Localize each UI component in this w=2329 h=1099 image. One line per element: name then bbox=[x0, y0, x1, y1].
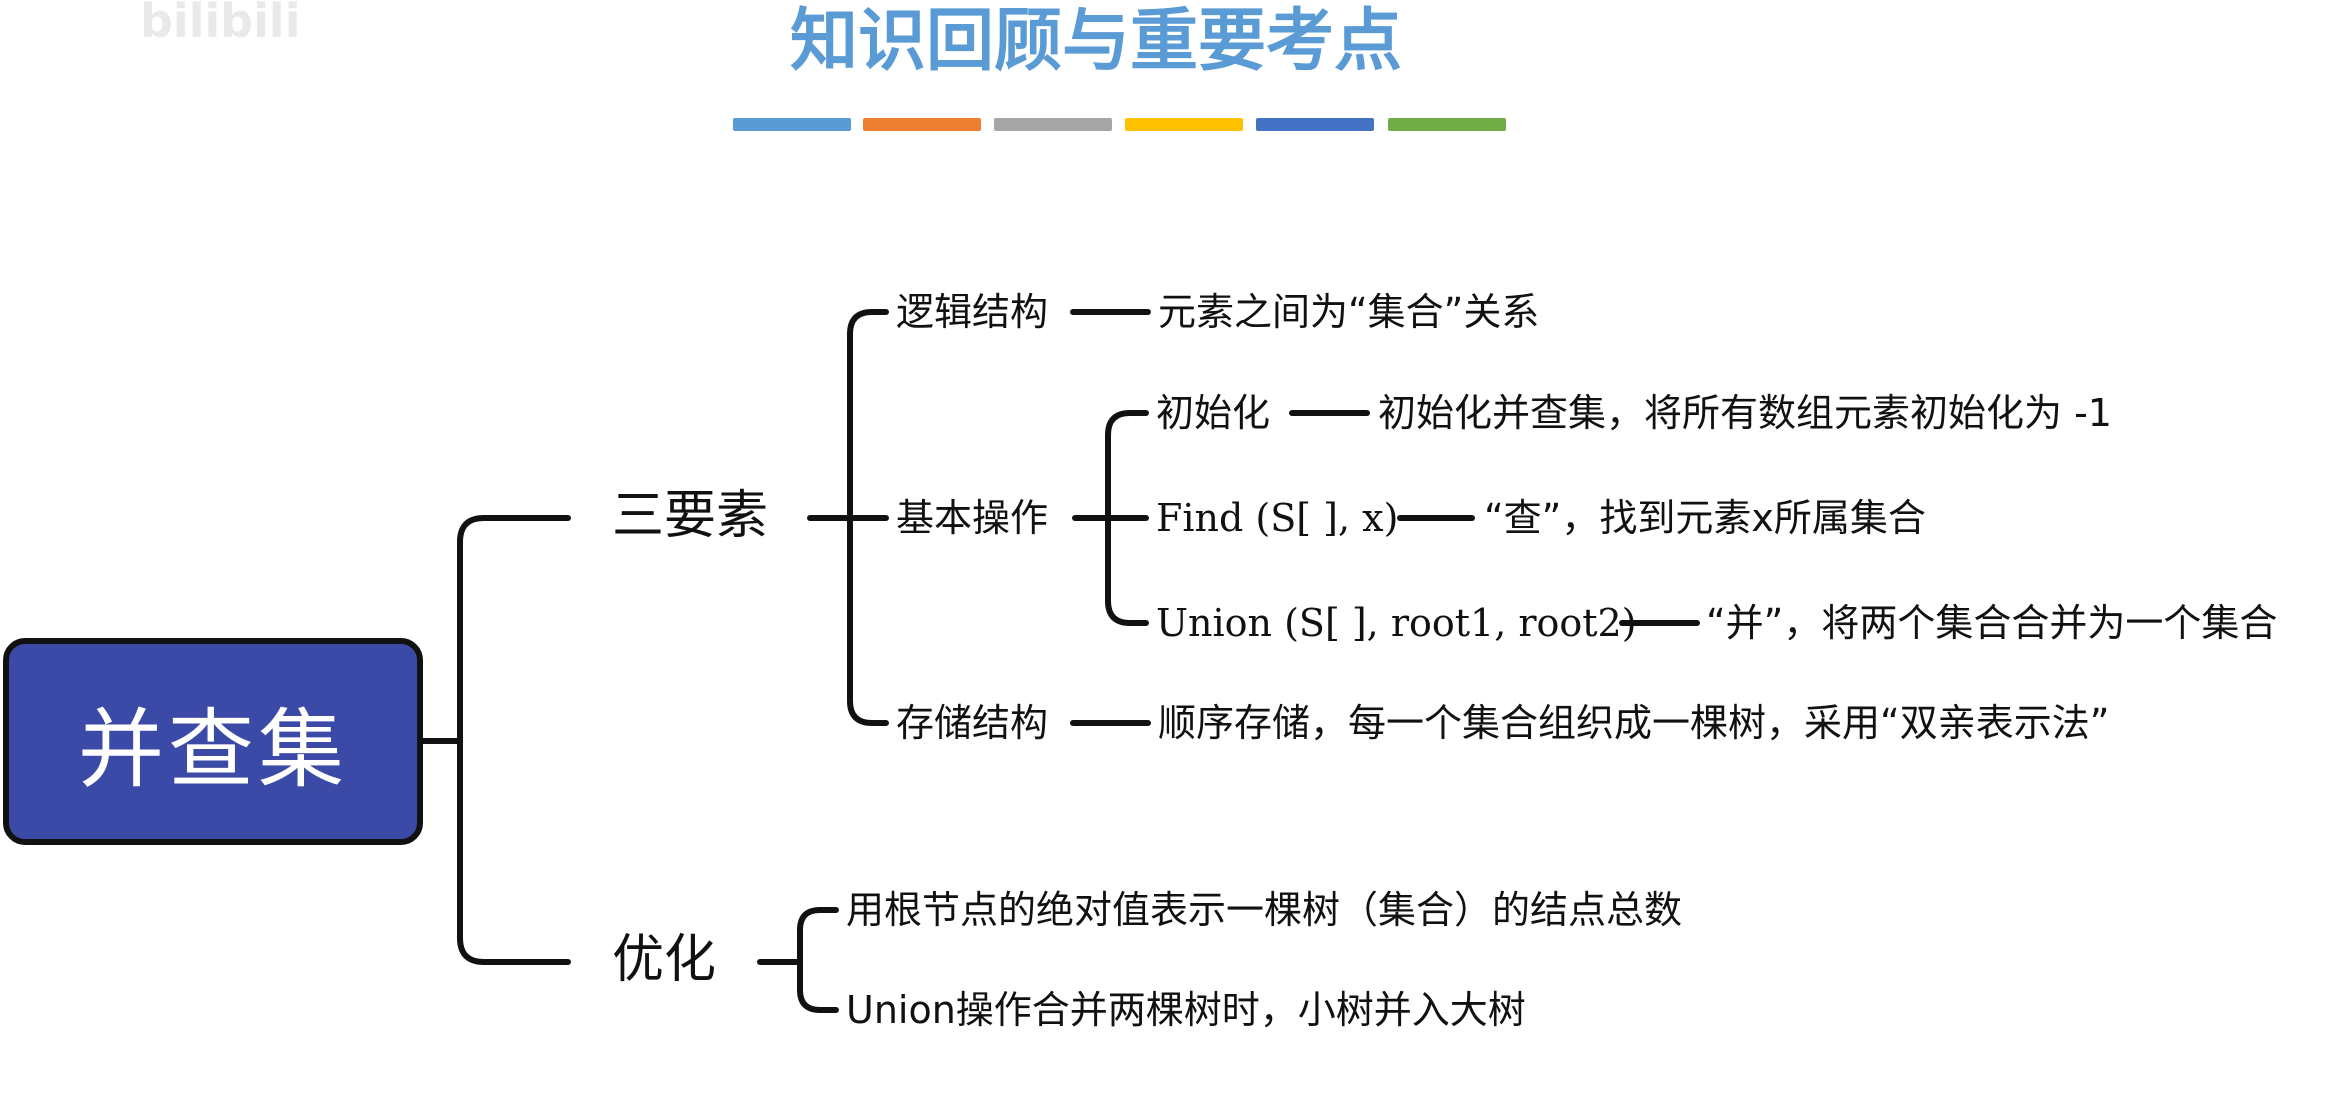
node-youhua-1: 用根节点的绝对值表示一棵树（集合）的结点总数 bbox=[846, 888, 1683, 932]
detail-union: “并”，将两个集合合并为一个集合 bbox=[1706, 601, 2278, 645]
title-bar-2 bbox=[863, 118, 981, 131]
node-cunchu-jiegou: 存储结构 bbox=[896, 701, 1049, 745]
bracket-level1 bbox=[457, 515, 571, 965]
page-title: 知识回顾与重要考点 bbox=[789, 2, 1402, 81]
title-bar-3 bbox=[994, 118, 1112, 131]
node-union: Union (S[ ], root1, root2) bbox=[1156, 601, 1637, 645]
node-luoji-jiegou: 逻辑结构 bbox=[896, 290, 1049, 334]
detail-find: “查”，找到元素x所属集合 bbox=[1484, 496, 1926, 540]
node-youhua-2: Union操作合并两棵树时，小树并入大树 bbox=[846, 988, 1526, 1032]
bracket-youhua bbox=[797, 907, 839, 1013]
title-bar-4 bbox=[1125, 118, 1243, 131]
root-label: 并查集 bbox=[78, 700, 348, 800]
watermark-logo: bilibili bbox=[140, 0, 301, 48]
node-youhua: 优化 bbox=[612, 930, 717, 990]
root-node: 并查集 bbox=[3, 638, 423, 845]
node-jiben-caozuo: 基本操作 bbox=[896, 496, 1049, 540]
node-chushihua: 初始化 bbox=[1156, 391, 1271, 435]
node-find: Find (S[ ], x) bbox=[1156, 496, 1399, 540]
node-sanyaosu: 三要素 bbox=[612, 486, 769, 546]
detail-chushihua: 初始化并查集，将所有数组元素初始化为 -1 bbox=[1378, 391, 2112, 435]
title-bar-1 bbox=[733, 118, 851, 131]
detail-cunchu-jiegou: 顺序存储，每一个集合组织成一棵树，采用“双亲表示法” bbox=[1158, 701, 2110, 745]
title-bar-5 bbox=[1256, 118, 1374, 131]
title-bar-6 bbox=[1388, 118, 1506, 131]
detail-luoji-jiegou: 元素之间为“集合”关系 bbox=[1158, 290, 1540, 334]
